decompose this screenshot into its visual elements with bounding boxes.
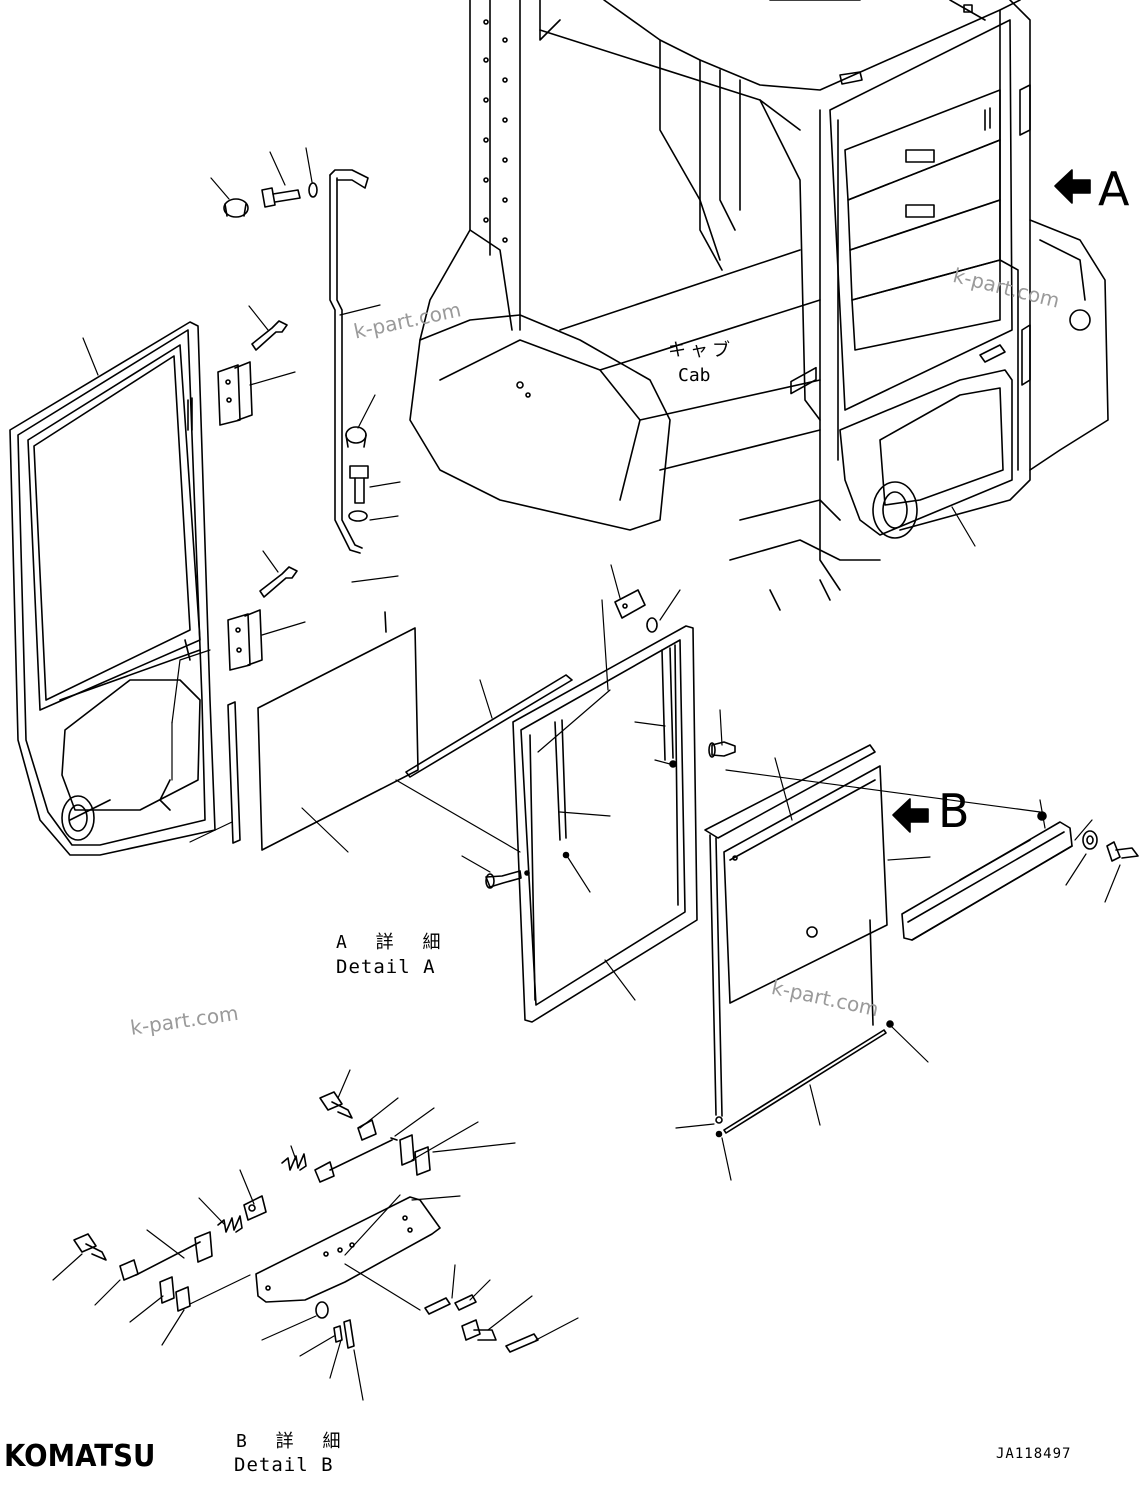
detail-a-label-ja: A 詳 細 xyxy=(336,932,450,953)
pin-right xyxy=(709,742,735,757)
drawing-number: JA118497 xyxy=(996,1446,1072,1462)
latch-bracket xyxy=(256,1197,440,1302)
cab-structure xyxy=(410,0,1108,610)
bolt-hinge-lower xyxy=(260,567,297,597)
washer-rail xyxy=(1083,831,1097,849)
detail-a-label-en: Detail A xyxy=(336,956,436,978)
cab-label-en: Cab xyxy=(678,365,711,386)
sliding-glass xyxy=(705,368,887,1116)
detail-b-label-ja: B 詳 細 xyxy=(236,1431,350,1452)
spring-lower xyxy=(218,1216,242,1232)
clip-latch-left xyxy=(120,1260,138,1280)
bolt-stay-mid xyxy=(350,466,368,503)
pad xyxy=(506,1334,538,1352)
brand-logo: KOMATSU xyxy=(4,1439,156,1474)
detail-b-label-en: Detail B xyxy=(234,1454,334,1476)
striker-plate xyxy=(425,1295,476,1314)
latch-body xyxy=(244,1196,266,1220)
latch-plate-top xyxy=(400,1135,430,1175)
window-frame xyxy=(513,626,697,1022)
washer-stay-top xyxy=(309,183,317,197)
spacer xyxy=(316,1302,328,1318)
clip-pair xyxy=(334,1320,354,1348)
latch-handle xyxy=(315,1138,397,1182)
small-dot xyxy=(525,761,676,875)
spring-upper xyxy=(282,1154,306,1170)
bolt-rail xyxy=(1107,842,1138,861)
striker-bolt xyxy=(462,1320,496,1340)
grommet-top xyxy=(647,618,657,632)
view-a-label: A xyxy=(1098,162,1130,216)
latch-rod xyxy=(136,1232,212,1275)
bolt-stay-top xyxy=(262,188,300,207)
cab-label-ja: キャブ xyxy=(668,340,734,361)
bolt-latch-left xyxy=(74,1234,106,1260)
cap xyxy=(224,199,248,217)
bottom-seal-strip xyxy=(724,1030,886,1133)
view-b-label: B xyxy=(938,784,970,838)
leader-lines xyxy=(53,148,1120,1400)
glass-slot-strip xyxy=(406,675,572,777)
bolt-hinge-upper xyxy=(252,321,287,350)
door-left xyxy=(10,322,215,855)
arrow-left-icon-b xyxy=(893,799,928,832)
grommet-bottom xyxy=(716,1021,893,1137)
hinge-upper xyxy=(218,362,252,425)
door-stay-rod xyxy=(330,170,368,553)
hinge-lower xyxy=(228,610,262,670)
window-panel xyxy=(258,628,418,850)
pin-left xyxy=(486,871,521,888)
plate-latch-left xyxy=(160,1277,190,1311)
seal-strip-top xyxy=(385,612,386,632)
rubber-cushion xyxy=(346,427,366,447)
arrow-left-icon-a xyxy=(1055,170,1090,203)
latch-bolt-top xyxy=(320,1092,352,1118)
washer-stay-mid xyxy=(349,511,367,521)
seal-strip-left xyxy=(228,702,240,843)
rail xyxy=(902,822,1072,940)
bracket-plate xyxy=(615,590,645,618)
